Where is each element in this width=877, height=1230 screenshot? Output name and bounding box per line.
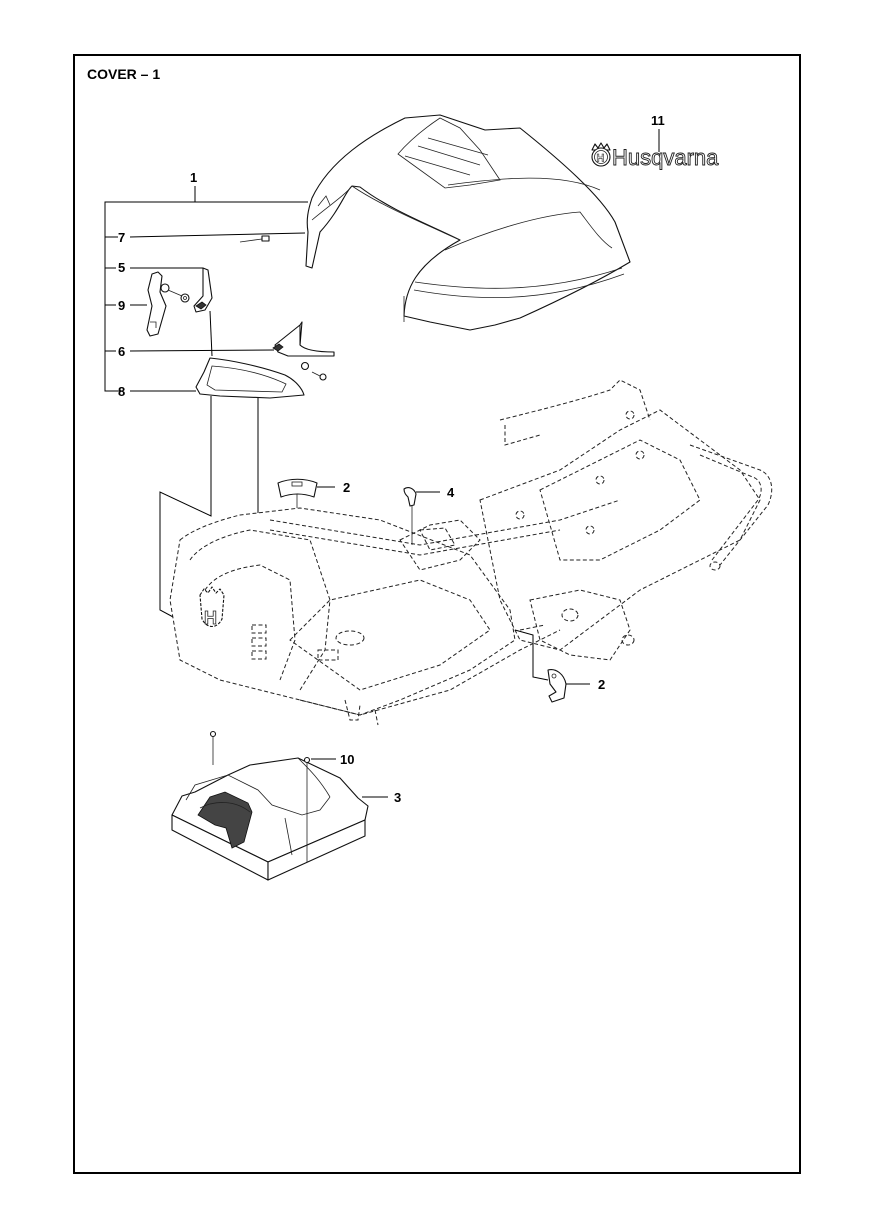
callout-6: 6 bbox=[118, 344, 125, 359]
chassis-frame-reference: H bbox=[169, 379, 773, 726]
svg-text:H: H bbox=[204, 608, 217, 628]
callout-2-upper: 2 bbox=[343, 480, 350, 495]
drawing-frame bbox=[73, 54, 801, 1174]
husqvarna-crown-emblem-icon: H bbox=[591, 142, 611, 167]
cable-clip[interactable] bbox=[403, 487, 417, 545]
screw-10[interactable] bbox=[303, 756, 311, 863]
page-title: COVER – 1 bbox=[87, 66, 161, 82]
rear-cover[interactable] bbox=[171, 757, 369, 881]
callout-1: 1 bbox=[190, 170, 197, 185]
rivet[interactable] bbox=[239, 235, 270, 243]
callout-9: 9 bbox=[118, 298, 125, 313]
bracket-right[interactable] bbox=[193, 267, 213, 313]
screw-left[interactable] bbox=[209, 730, 217, 766]
callout-4: 4 bbox=[447, 485, 455, 500]
screw-washer[interactable] bbox=[160, 283, 190, 303]
husqvarna-decal[interactable]: H Husqvarna bbox=[591, 142, 720, 170]
callout-3: 3 bbox=[394, 790, 401, 805]
clip-upper[interactable] bbox=[277, 478, 318, 508]
husqvarna-logo-text: Husqvarna bbox=[612, 145, 719, 170]
callout-5: 5 bbox=[118, 260, 125, 275]
callout-8: 8 bbox=[118, 384, 125, 399]
clip-lower[interactable] bbox=[547, 669, 567, 703]
callout-10: 10 bbox=[340, 752, 354, 767]
emblem-letter: H bbox=[597, 153, 605, 165]
hood-cover[interactable] bbox=[305, 114, 631, 331]
callout-11: 11 bbox=[651, 113, 665, 128]
callout-2-lower: 2 bbox=[598, 677, 605, 692]
front-emblem-icon: H bbox=[199, 586, 225, 628]
side-panel[interactable] bbox=[195, 357, 305, 399]
bracket-plate[interactable] bbox=[272, 321, 335, 381]
callout-7: 7 bbox=[118, 230, 125, 245]
bracket-left[interactable] bbox=[146, 271, 167, 337]
